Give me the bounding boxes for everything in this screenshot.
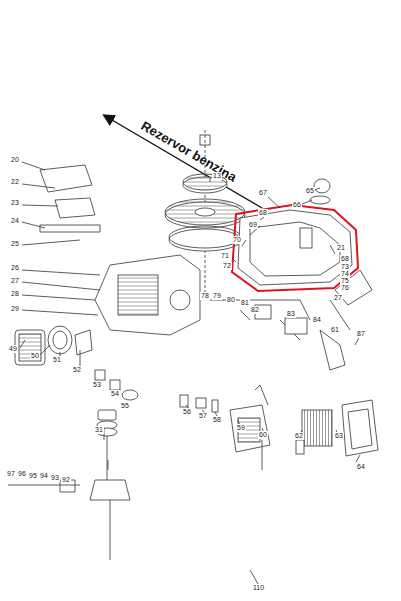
callout-number: 58: [212, 416, 222, 424]
callout-number: 27: [10, 277, 20, 285]
callout-number: 60: [258, 431, 268, 439]
callout-number: 64: [356, 463, 366, 471]
callout-number: 61: [330, 326, 340, 334]
callout-number: 22: [10, 178, 20, 186]
callout-number: 52: [72, 366, 82, 374]
callout-number: 80: [226, 296, 236, 304]
callout-number: 25: [10, 240, 20, 248]
callout-number: 82: [250, 306, 260, 314]
callout-number: 84: [312, 316, 322, 324]
callout-number: 92: [61, 476, 71, 484]
callout-number: 79: [212, 292, 222, 300]
callout-number: 26: [10, 264, 20, 272]
callout-number: 51: [52, 356, 62, 364]
callout-number: 62: [294, 432, 304, 440]
callout-number: 53: [92, 381, 102, 389]
callout-number: 63: [334, 432, 344, 440]
callout-number: 69: [248, 221, 258, 229]
callout-number: 28: [10, 290, 20, 298]
callout-number: 13: [212, 172, 222, 180]
callout-number: 96: [17, 470, 27, 478]
callout-number: 49: [8, 345, 18, 353]
callout-number: 68: [340, 255, 350, 263]
callout-number: 59: [236, 424, 246, 432]
callout-number: 87: [356, 330, 366, 338]
callout-number: 27: [333, 294, 343, 302]
callout-number: 81: [240, 299, 250, 307]
callout-number: 68: [258, 209, 268, 217]
callout-number: 78: [200, 292, 210, 300]
callout-title: Rezervor benzina: [139, 118, 240, 185]
callout-number: 55: [120, 402, 130, 410]
callout-number: 21: [336, 244, 346, 252]
callout-number: 70: [232, 236, 242, 244]
callout-number: 110: [252, 584, 265, 592]
callout-number: 29: [10, 305, 20, 313]
callout-number: 94: [39, 472, 49, 480]
callout-number: 57: [198, 412, 208, 420]
callout-number: 66: [292, 201, 302, 209]
callout-number: 83: [286, 310, 296, 318]
callout-number: 71: [220, 252, 230, 260]
callout-number: 20: [10, 156, 20, 164]
callout-number: 72: [222, 262, 232, 270]
callout-number: 54: [110, 390, 120, 398]
callout-number: 76: [340, 284, 350, 292]
callout-number: 65: [305, 187, 315, 195]
callout-number: 97: [6, 470, 16, 478]
callout-number: 31: [94, 426, 104, 434]
callout-number: 50: [30, 352, 40, 360]
callout-number: 23: [10, 199, 20, 207]
callout-number: 93: [50, 474, 60, 482]
callout-number: 56: [182, 408, 192, 416]
callout-number: 67: [258, 189, 268, 197]
callout-number: 24: [10, 217, 20, 225]
callout-number: 95: [28, 472, 38, 480]
